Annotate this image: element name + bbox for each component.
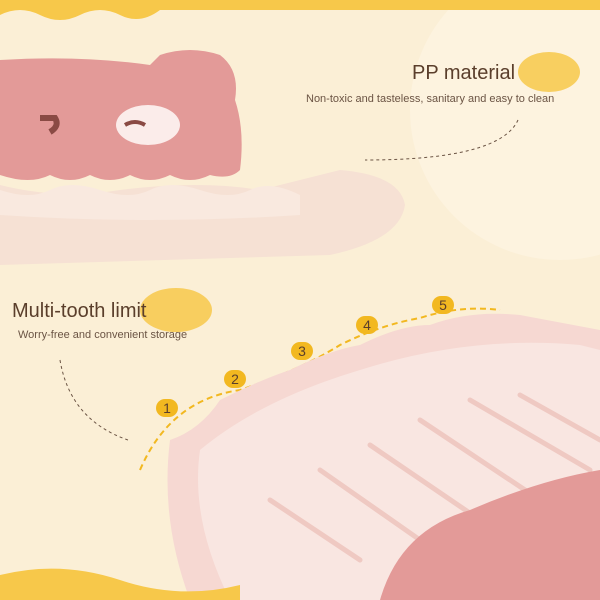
feature-description-pp-material: Non-toxic and tasteless, sanitary and ea… <box>306 93 555 105</box>
tooth-number-5: 5 <box>432 296 454 314</box>
tooth-number-2: 2 <box>224 370 246 388</box>
tooth-number-4: 4 <box>356 316 378 334</box>
tooth-number-1: 1 <box>156 399 178 417</box>
feature-title-multi-tooth: Multi-tooth limit <box>12 300 147 322</box>
tooth-number-3: 3 <box>291 342 313 360</box>
feature-description-multi-tooth: Worry-free and convenient storage <box>18 329 188 341</box>
feature-title-pp-material: PP material <box>412 62 516 84</box>
